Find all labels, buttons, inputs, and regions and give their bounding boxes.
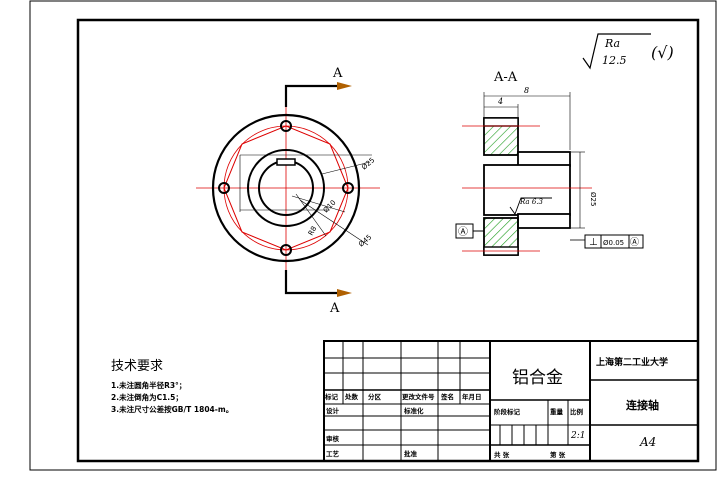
tb-label-scale: 比例 — [570, 407, 584, 416]
dim-hub-text: Ø25 — [589, 192, 597, 206]
right-block-grid — [590, 379, 698, 426]
tb-label-approve: 批准 — [404, 449, 418, 458]
roughness-ra-label: Ra — [604, 37, 620, 50]
tolerance-datum: Ⓐ — [630, 237, 639, 248]
cut-plane-bottom — [284, 270, 345, 295]
section-title: A-A — [493, 70, 518, 85]
front-view: Ø25 Ø10 R8 Ø45 A A — [196, 66, 380, 316]
tb-label-mark: 标记 — [324, 392, 339, 401]
tb-label-count: 处数 — [344, 392, 359, 401]
section-marker-top: A — [332, 66, 343, 81]
title-block-frame — [323, 340, 699, 462]
dim-leader-45 — [299, 199, 369, 246]
keyway — [276, 158, 296, 166]
section-marker-bottom: A — [329, 301, 340, 316]
tb-label-date: 年月日 — [462, 392, 482, 401]
roughness-note: (√) — [651, 43, 674, 62]
section-view: A-A 8 4 Ø25 Ra 6.3 — [455, 70, 644, 256]
section-roughness-icon — [509, 197, 552, 215]
tolerance-value: Ø0.05 — [603, 239, 624, 247]
roughness-check-icon — [582, 33, 651, 70]
scale-value: 2:1 — [570, 431, 585, 441]
tb-label-standardized: 标准化 — [403, 406, 424, 415]
tolerance-frame: ⊥ Ø0.05 Ⓐ — [584, 234, 644, 249]
bolt-hole-left — [218, 182, 230, 194]
material-text: 铝合金 — [512, 368, 563, 388]
cut-plane-top — [284, 84, 345, 107]
part-name: 连接轴 — [626, 398, 659, 412]
tolerance-symbol: ⊥ — [589, 237, 598, 248]
bolt-hole-right — [342, 182, 354, 194]
tb-label-process: 工艺 — [326, 449, 340, 458]
tb-label-signature: 签名 — [440, 392, 454, 401]
section-bolt-hole-top — [483, 117, 519, 127]
dim-text-d1: Ø25 — [360, 156, 376, 171]
tb-label-total: 共 张 — [494, 450, 510, 459]
tb-label-stage: 阶段标记 — [494, 407, 521, 416]
tb-label-designer: 设计 — [326, 406, 340, 415]
tb-label-change-doc: 更改文件号 — [402, 392, 435, 401]
section-bore — [483, 164, 571, 216]
tech-requirements: 技术要求 1.未注圆角半径R3°； 2.未注倒角为C1.5； 3.未注尺寸公差按… — [111, 359, 233, 414]
dim-leader-r8 — [295, 193, 327, 237]
roughness-value: 12.5 — [602, 54, 627, 67]
middle-block-grid — [490, 341, 591, 461]
hub-outer-circle — [247, 149, 325, 227]
bolt-hole-top — [280, 120, 292, 132]
tech-req-item-1: 1.未注圆角半径R3°； — [111, 380, 186, 391]
tech-req-item-3: 3.未注尺寸公差按GB/T 1804-m。 — [111, 404, 233, 414]
tb-label-zone: 分区 — [368, 392, 382, 401]
cut-arrow-bottom — [337, 289, 352, 297]
bolt-hole-bottom — [280, 244, 292, 256]
hidden-polygon — [223, 125, 349, 251]
surface-roughness-note: Ra 12.5 (√) — [582, 33, 674, 70]
dim-overall-text: 8 — [524, 86, 529, 95]
dim-text-d3: R8 — [307, 225, 319, 237]
tb-label-sheet: 第 张 — [550, 450, 566, 459]
datum-label: Ⓐ — [458, 226, 468, 238]
title-block: 标记 处数 分区 更改文件号 签名 年月日 设计 标准化 审核 工艺 批准 铝合… — [323, 340, 699, 462]
tb-label-review: 审核 — [326, 434, 340, 443]
school-name: 上海第二工业大学 — [596, 356, 668, 368]
dim-text-d2: Ø10 — [322, 199, 338, 215]
dim-flange-text: 4 — [497, 97, 503, 106]
outer-frame — [29, 0, 717, 471]
tech-req-title: 技术要求 — [111, 359, 163, 374]
dim-text-d4: Ø45 — [357, 233, 373, 248]
tb-label-weight: 重量 — [550, 407, 564, 416]
cut-arrow-top — [337, 82, 352, 90]
bolt-holes — [218, 120, 354, 256]
revision-grid — [324, 341, 491, 461]
sheet-size: A4 — [639, 435, 656, 449]
dim-leader-25 — [321, 161, 371, 175]
tech-req-item-2: 2.未注倒角为C1.5； — [111, 392, 183, 403]
flange-outer-circle — [211, 113, 361, 263]
section-roughness-label: Ra 6.3 — [519, 198, 544, 206]
section-hub-bottom — [517, 213, 571, 229]
dim-leader-10 — [291, 195, 346, 213]
section-hub-top — [517, 151, 571, 167]
